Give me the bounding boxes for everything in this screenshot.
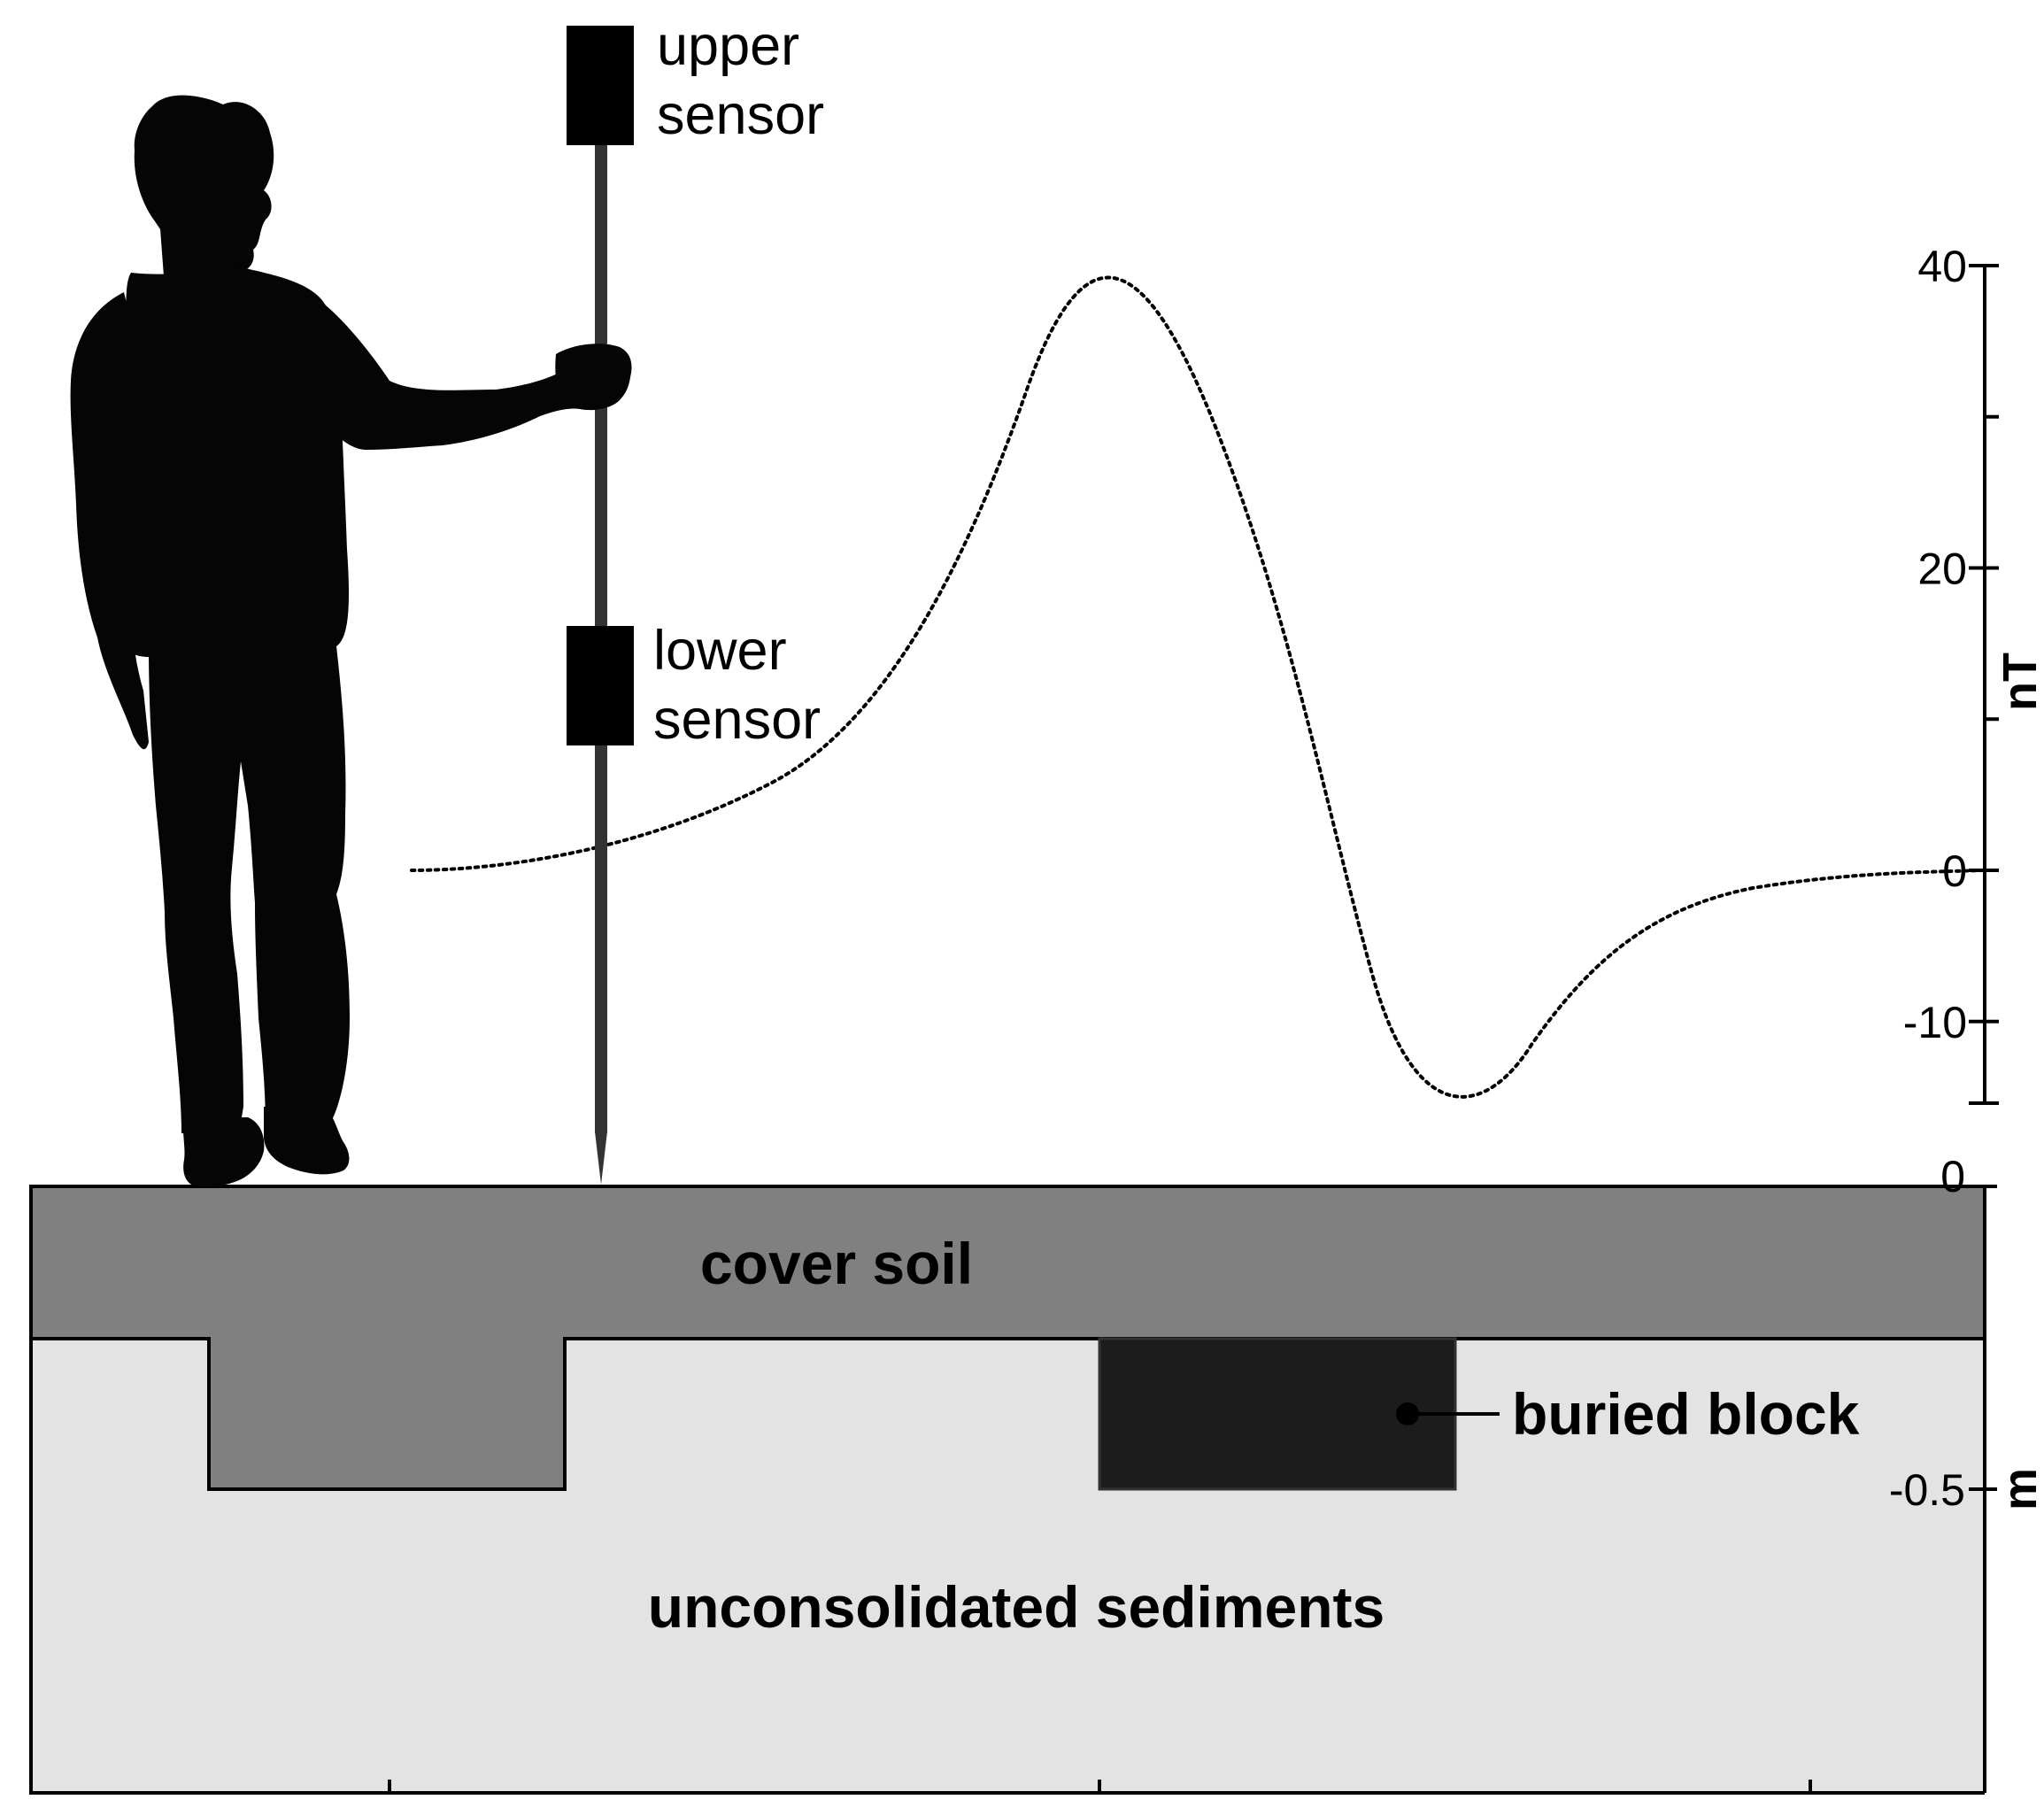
buried-block-label: buried block — [1512, 1381, 1860, 1447]
upper-sensor-label-line: upper — [657, 15, 799, 77]
buried-block-marker — [1396, 1402, 1419, 1425]
upper-sensor — [567, 26, 634, 145]
pole — [595, 115, 607, 1133]
depth-axis: 0 -0.5 — [1889, 1152, 1997, 1793]
signal-axis-tick-label: 40 — [1917, 242, 1967, 291]
cover-soil-label: cover soil — [700, 1231, 973, 1296]
gradiometer-icon — [567, 26, 634, 1185]
lower-sensor — [567, 626, 634, 745]
person-silhouette-icon — [70, 95, 632, 1187]
depth-axis-unit: m — [1994, 1468, 2044, 1510]
lower-sensor-label-line: lower — [653, 620, 787, 682]
ground-section — [29, 1185, 1986, 1795]
lower-sensor-label-line: sensor — [653, 689, 821, 751]
depth-axis-tick-label: 0 — [1940, 1152, 1965, 1201]
pole-tip — [595, 1131, 607, 1185]
magnetic-anomaly-curve — [410, 275, 1985, 1099]
section-frame — [29, 1186, 1985, 1795]
depth-axis-tick-label: -0.5 — [1889, 1465, 1965, 1515]
upper-sensor-label: upper sensor — [657, 15, 824, 146]
upper-sensor-label-line: sensor — [657, 84, 824, 146]
signal-axis-tick-label: 20 — [1917, 544, 1967, 594]
signal-axis-unit: nT — [1994, 653, 2044, 711]
lower-sensor-label: lower sensor — [653, 620, 821, 751]
sediments-label: unconsolidated sediments — [648, 1574, 1385, 1640]
signal-axis-tick-label: -10 — [1903, 998, 1967, 1047]
